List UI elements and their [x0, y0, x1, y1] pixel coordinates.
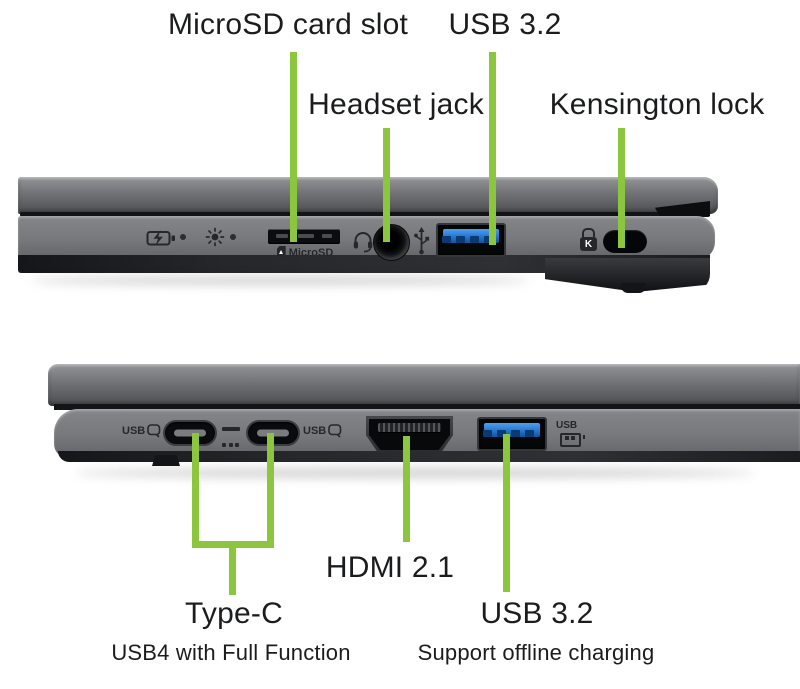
label-usb32-top: USB 3.2 — [448, 8, 562, 41]
usb-pin — [483, 430, 492, 437]
dc-dashes — [222, 434, 242, 452]
display-box-glyph — [147, 424, 161, 438]
label-microsd-card-slot: MicroSD card slot — [167, 8, 409, 41]
usb-pin — [511, 430, 520, 437]
drop-shadow — [75, 468, 755, 478]
callout-line-typec-2 — [267, 433, 274, 543]
kensington-lock-icon: K — [580, 228, 597, 251]
card-edge — [322, 234, 332, 238]
callout-stem-typec — [229, 548, 236, 595]
display-box-glyph — [328, 424, 342, 438]
callout-line-usb32-bottom — [503, 434, 510, 592]
laptop-underside — [58, 451, 800, 462]
usb-c-port-1 — [163, 420, 217, 446]
battery-glyph — [560, 433, 585, 452]
usb-a-port-bottom — [477, 417, 547, 451]
brightness-icon — [205, 227, 225, 247]
usb-pin — [456, 236, 465, 243]
lock-body: K — [580, 237, 597, 251]
laptop-underside — [18, 255, 710, 273]
label-hdmi-21: HDMI 2.1 — [325, 551, 455, 584]
usb-pin — [470, 236, 479, 243]
laptop-right-side-view: MicroSD K — [0, 0, 800, 320]
headset-icon — [353, 232, 373, 253]
card-edge — [298, 234, 314, 238]
usb-pin — [442, 236, 451, 243]
label-headset-jack: Headset jack — [308, 88, 484, 121]
lock-shackle — [582, 228, 595, 237]
microsd-card-icon — [276, 246, 286, 257]
lid-body-seam — [54, 404, 800, 410]
usb-battery-text: USB — [556, 420, 578, 431]
usb-display-icon-right: USB — [303, 424, 342, 438]
usb-c-tongue — [174, 429, 206, 437]
callout-line-headset — [383, 128, 390, 242]
usb-pin — [497, 430, 506, 437]
rubber-foot — [621, 283, 646, 293]
battery-charging-icon — [146, 230, 175, 246]
laptop-body — [18, 216, 715, 260]
usb-pin — [484, 236, 493, 243]
callout-line-usb32-top — [489, 52, 496, 245]
dc-charging-icon — [222, 427, 242, 452]
rubber-foot — [152, 455, 180, 466]
usb-display-icon-left: USB — [122, 424, 161, 438]
callout-line-typec-1 — [192, 433, 199, 543]
laptop-lid — [48, 364, 800, 406]
dc-solid-bar — [222, 427, 240, 431]
charging-led — [180, 234, 186, 240]
lock-letter: K — [584, 238, 593, 250]
callout-line-hdmi — [403, 436, 410, 542]
callout-line-kensington — [618, 128, 625, 248]
label-usb32-bottom: USB 3.2 — [480, 597, 594, 630]
microsd-marking: MicroSD — [270, 246, 340, 259]
laptop-lid — [18, 177, 718, 214]
label-type-c-sub: USB4 with Full Function — [111, 640, 351, 665]
usb-pin — [525, 430, 534, 437]
usb-display-text: USB — [122, 425, 146, 437]
headset-jack-port — [373, 224, 410, 261]
card-edge — [276, 234, 288, 238]
usb-battery-icon: USB — [556, 420, 585, 452]
power-led — [230, 234, 236, 240]
microsd-marking-text: MicroSD — [288, 247, 334, 259]
kensington-lock-slot — [603, 230, 647, 253]
lid-body-seam — [20, 212, 710, 217]
laptop-left-side-view: USB USB — [0, 340, 800, 490]
label-usb32-sub: Support offline charging — [417, 640, 655, 665]
hdmi-pin-strip — [378, 423, 441, 432]
microsd-slot — [268, 229, 340, 244]
drop-shadow — [30, 276, 530, 285]
label-type-c: Type-C — [185, 597, 283, 630]
label-kensington-lock: Kensington lock — [549, 88, 765, 121]
callout-line-microsd — [290, 52, 297, 242]
usb-display-text: USB — [303, 425, 327, 437]
callout-bracket-typec — [192, 541, 274, 548]
usb-trident-icon — [414, 227, 430, 255]
